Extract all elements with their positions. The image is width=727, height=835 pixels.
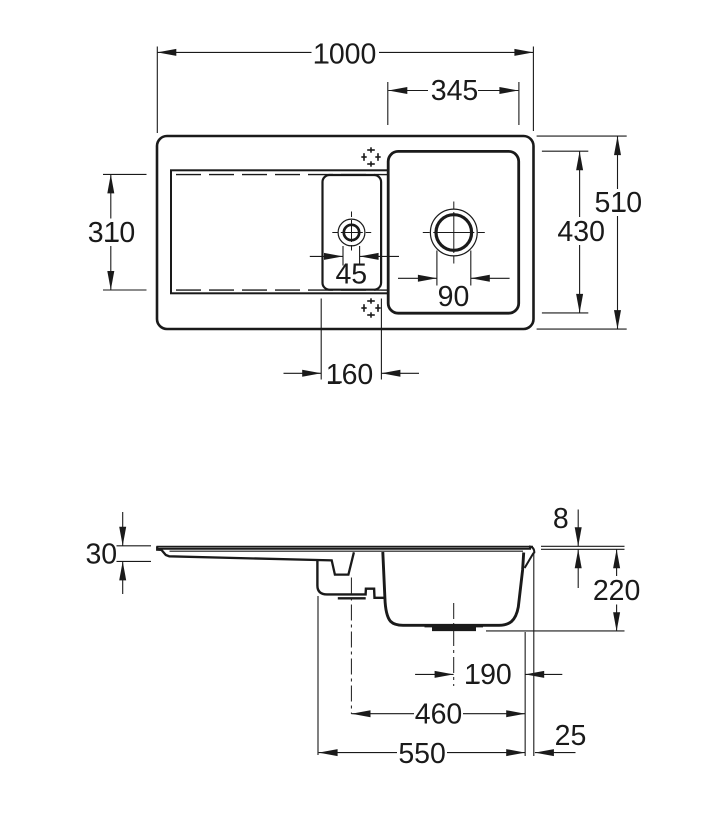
svg-text:310: 310 [88,217,136,249]
svg-text:30: 30 [85,539,117,571]
svg-text:90: 90 [438,281,470,313]
svg-text:8: 8 [553,503,569,535]
svg-text:430: 430 [557,216,605,248]
svg-text:460: 460 [415,699,463,731]
svg-text:1000: 1000 [313,39,376,71]
svg-text:345: 345 [431,75,479,107]
svg-text:45: 45 [335,259,367,291]
svg-text:550: 550 [398,738,446,770]
svg-text:25: 25 [555,720,587,752]
svg-text:220: 220 [593,575,641,607]
svg-text:160: 160 [326,359,374,391]
svg-text:510: 510 [595,187,643,219]
svg-text:190: 190 [464,659,512,691]
